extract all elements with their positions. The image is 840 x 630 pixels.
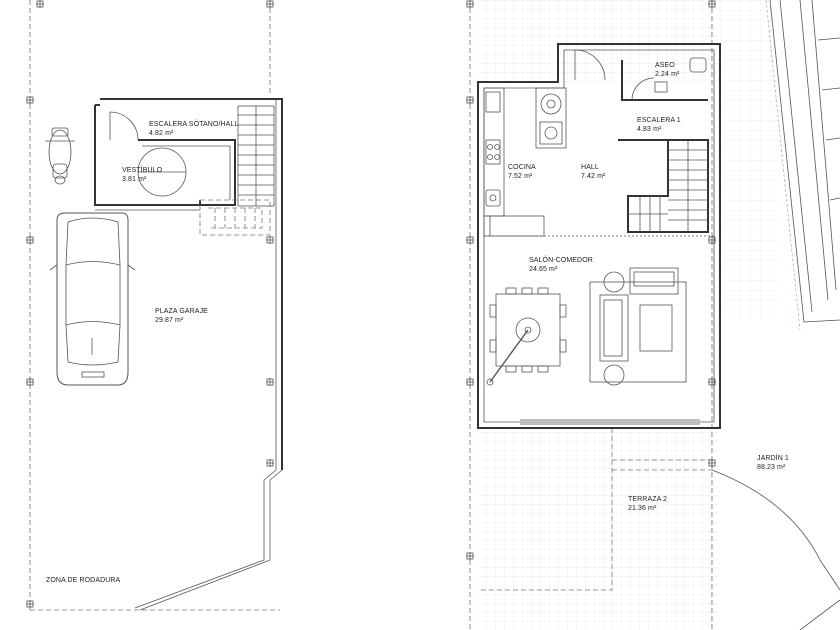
ground-floor-plan: ASEO 2.24 m² ESCALERA 1 4.83 m² COCINA 7… <box>466 0 789 630</box>
house-outline <box>477 43 721 429</box>
garden-curve <box>711 469 840 591</box>
room-area-escalera-1: 4.83 m² <box>637 126 662 133</box>
room-name-escalera-sotano: ESCALERA SÓTANO/HALL <box>149 119 238 128</box>
hedge-line <box>765 0 801 331</box>
room-area-plaza-garaje: 29.87 m² <box>155 317 184 324</box>
neighbour-edge <box>711 0 840 630</box>
wall-vestibule <box>94 105 201 206</box>
neighbour-building <box>769 0 840 323</box>
living-sofa <box>589 267 687 386</box>
room-area-aseo: 2.24 m² <box>655 71 680 78</box>
door-aseo <box>631 77 655 101</box>
room-area-salon-comedor: 24.65 m² <box>529 266 558 273</box>
car <box>49 212 136 386</box>
wall-aseo <box>621 60 708 101</box>
tile-side <box>718 0 778 320</box>
room-area-terraza-2: 21.36 m² <box>628 505 657 512</box>
kitchen-counter <box>483 87 567 237</box>
dining-table <box>486 287 567 386</box>
room-name-plaza-garaje: PLAZA GARAJE <box>155 308 208 315</box>
axis-markers-right <box>466 0 716 560</box>
terrace-outline <box>478 428 613 591</box>
room-name-terraza-2: TERRAZA 2 <box>628 496 667 503</box>
stair-1 <box>618 139 709 233</box>
room-name-jardin-1: JARDÍN 1 <box>757 453 789 462</box>
room-name-zona-rodadura: ZONA DE RODADURA <box>46 577 121 584</box>
tile-terrace <box>478 428 718 630</box>
wall-stair-hall <box>138 139 236 206</box>
basement-stair <box>199 105 275 236</box>
room-name-salon-comedor: SALÓN-COMEDOR <box>529 255 593 264</box>
door-entrance <box>574 49 606 81</box>
room-area-jardin-1: 88.23 m² <box>757 464 786 471</box>
room-name-hall: HALL <box>581 164 599 171</box>
basement-plan: ESCALERA SÓTANO/HALL 4.82 m² VESTÍBULO 3… <box>26 0 283 611</box>
toilet <box>689 57 707 73</box>
room-area-escalera-sotano: 4.82 m² <box>149 130 174 137</box>
tile-top <box>478 0 718 82</box>
axis-markers-left <box>26 0 274 608</box>
room-name-vestibulo: VESTÍBULO <box>122 165 163 174</box>
room-area-hall: 7.42 m² <box>581 173 606 180</box>
wall-outer-right <box>95 98 283 470</box>
room-area-vestibulo: 3.81 m² <box>122 176 147 183</box>
room-name-cocina: COCINA <box>508 164 536 171</box>
washbasin <box>654 81 668 93</box>
wall-curved-ramp <box>134 469 283 611</box>
motorcycle <box>45 127 75 185</box>
window-bottom <box>520 419 700 425</box>
room-area-cocina: 7.52 m² <box>508 173 533 180</box>
door-vestibule <box>109 111 139 141</box>
room-name-escalera-1: ESCALERA 1 <box>637 117 681 124</box>
room-name-aseo: ASEO <box>655 62 675 69</box>
